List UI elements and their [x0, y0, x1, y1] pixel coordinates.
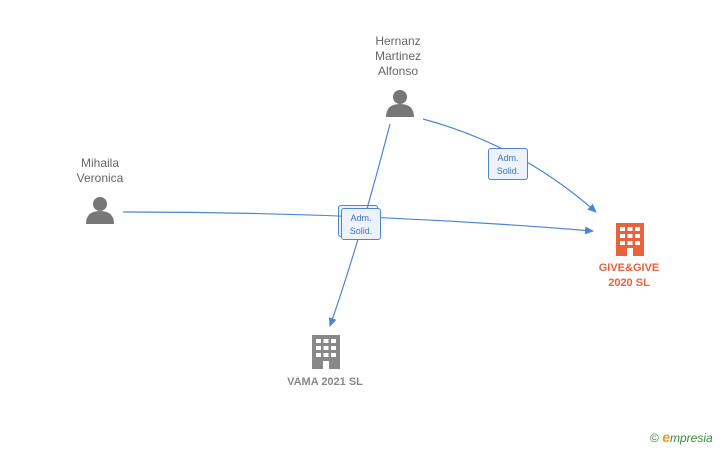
node-label-line: VAMA 2021 SL: [287, 376, 363, 388]
edge-label-line: Adm.: [497, 153, 519, 163]
node-label-line: 2020 SL: [608, 277, 650, 289]
node-label-vama[interactable]: VAMA 2021 SL: [270, 375, 380, 390]
person-icon[interactable]: [386, 90, 414, 117]
edge-label-line: Solid.: [349, 226, 373, 236]
brand-e: e: [662, 429, 670, 445]
edge-label-line: Adm.: [350, 213, 372, 223]
building-icon[interactable]: [616, 223, 644, 256]
node-label-line: Mihaila: [80, 156, 119, 170]
node-label-line: Alfonso: [377, 64, 419, 78]
node-label-line: Martinez: [374, 49, 421, 63]
edge-label-hernanz-give[interactable]: Adm. Solid.: [488, 148, 528, 180]
node-label-line: GIVE&GIVE: [598, 262, 660, 274]
edge-label-line: Solid.: [496, 166, 520, 176]
node-label-line: Veronica: [76, 171, 124, 185]
copyright-symbol: ©: [650, 431, 659, 445]
empresia-watermark: © empresia: [650, 429, 713, 445]
node-label-hernanz[interactable]: Hernanz Martinez Alfonso: [368, 34, 428, 79]
person-icon[interactable]: [86, 197, 114, 224]
building-icon[interactable]: [312, 335, 340, 369]
edge-label-combined[interactable]: Adm. Solid.: [338, 205, 381, 240]
node-label-mihaila[interactable]: Mihaila Veronica: [68, 156, 132, 186]
brand-name: mpresia: [669, 431, 713, 445]
node-label-give[interactable]: GIVE&GIVE 2020 SL: [584, 261, 674, 291]
node-label-line: Hernanz: [375, 34, 421, 48]
